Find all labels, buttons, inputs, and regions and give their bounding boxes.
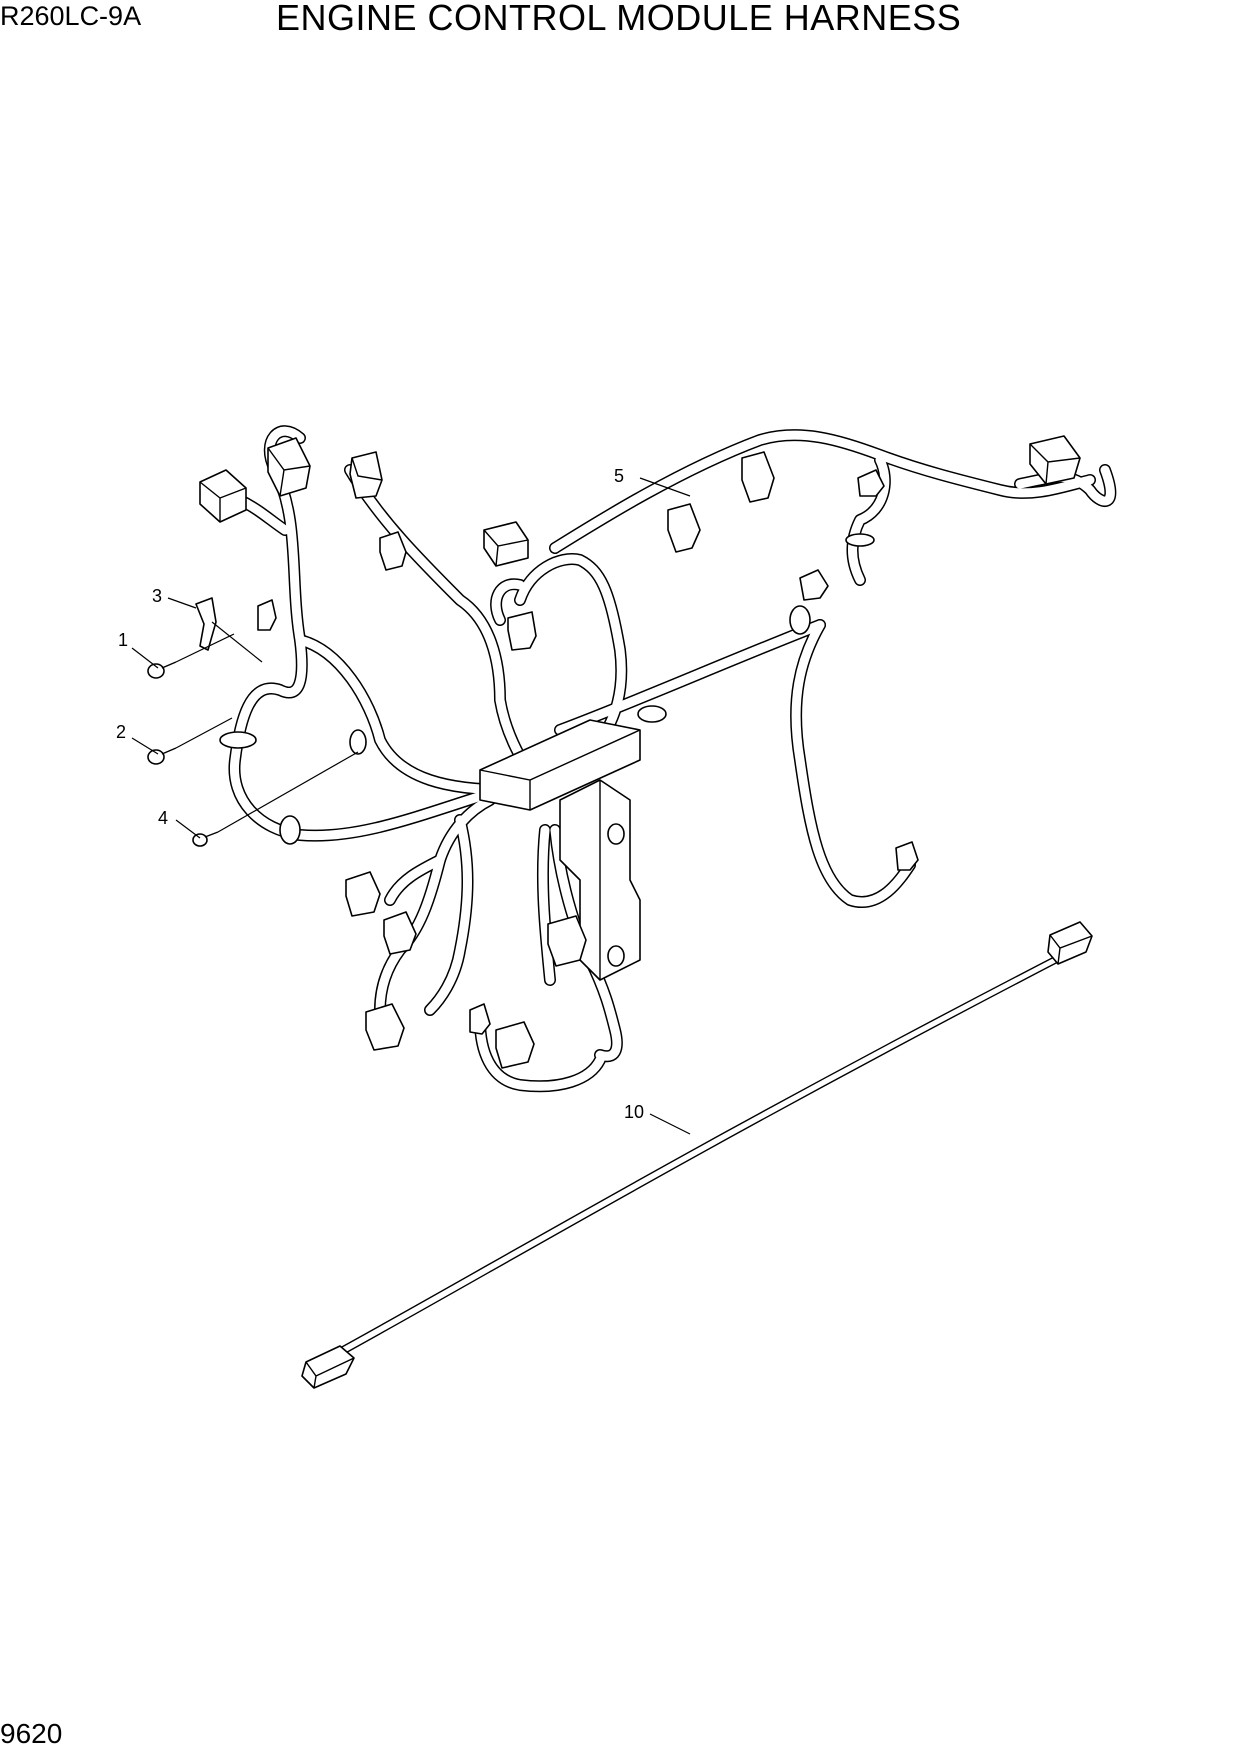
harness-10: [301, 921, 1093, 1389]
ecm-junction-block: [479, 719, 641, 981]
connector: [1047, 921, 1093, 965]
connector: [483, 521, 529, 567]
callout-4: 4: [158, 808, 168, 828]
callout-10: 10: [624, 1102, 644, 1122]
callout-3: 3: [152, 586, 162, 606]
bolt-4: [192, 831, 219, 847]
callout-1: 1: [118, 630, 128, 650]
page-number: 9620: [0, 1718, 63, 1749]
connector: [345, 871, 381, 917]
connector: [301, 1345, 355, 1389]
connector: [199, 469, 247, 523]
connector: [507, 611, 537, 651]
callout-2: 2: [116, 722, 126, 742]
connector: [741, 451, 775, 503]
connector: [667, 503, 701, 553]
connector: [379, 531, 407, 571]
connector: [1029, 435, 1081, 485]
model-code: R260LC-9A: [0, 1, 142, 31]
callout-5: 5: [614, 466, 624, 486]
bolt-1: [147, 661, 177, 679]
connector: [857, 469, 885, 497]
connector: [349, 451, 383, 499]
connector: [365, 1003, 405, 1051]
connector: [257, 599, 277, 631]
main-harness: [199, 425, 1117, 1093]
connector: [799, 569, 829, 601]
connector: [383, 911, 417, 955]
connector: [495, 1021, 535, 1069]
clamp: [219, 533, 875, 845]
page-title: ENGINE CONTROL MODULE HARNESS: [276, 0, 962, 38]
connector: [267, 437, 311, 497]
leader-lines: [131, 477, 691, 1135]
bolt-2: [147, 747, 177, 765]
connector: [895, 841, 919, 871]
clip-3: [195, 597, 217, 651]
connector: [469, 1003, 491, 1035]
